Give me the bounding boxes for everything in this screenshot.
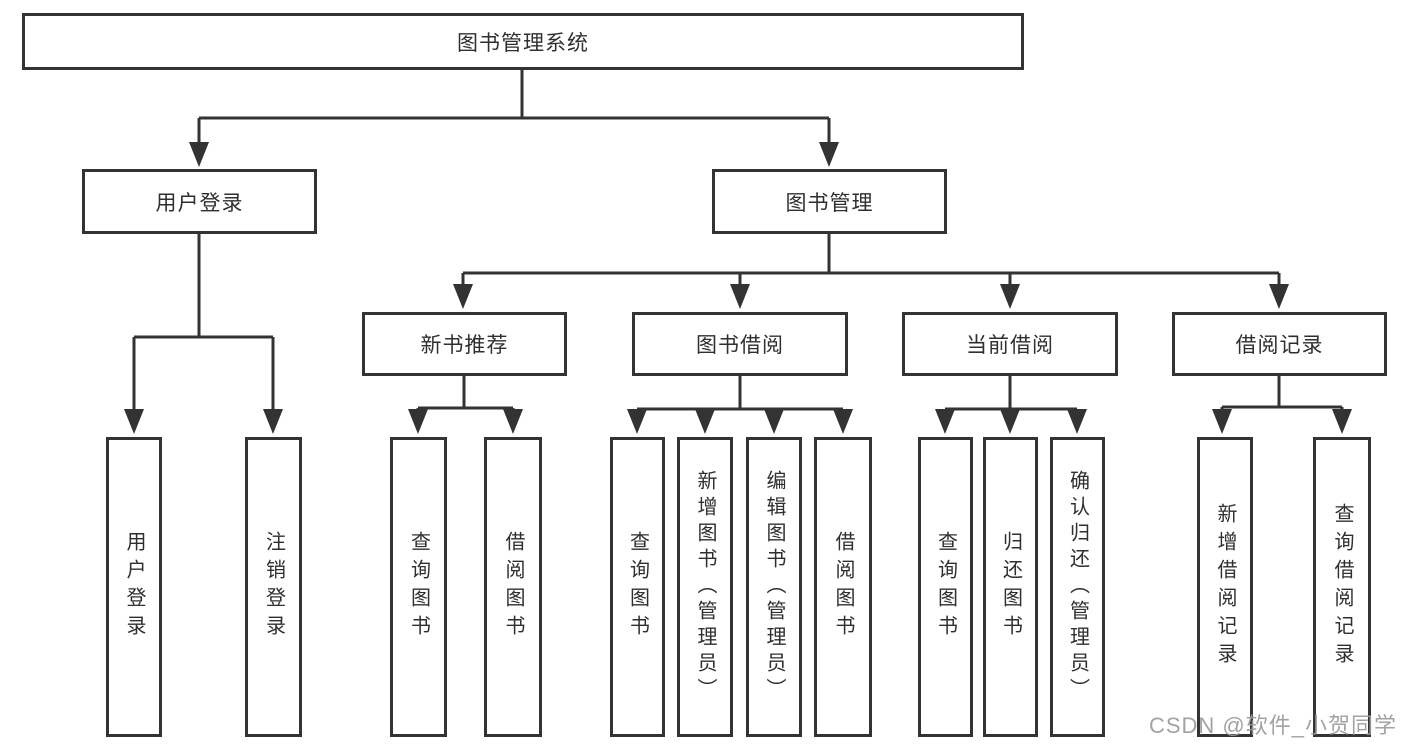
leaf-add-borrow-record: 新增借阅记录	[1197, 437, 1253, 737]
node-label: 当前借阅	[966, 334, 1054, 357]
node-label: 查询图书	[934, 531, 957, 643]
node-label: 新增借阅记录	[1214, 503, 1236, 671]
leaf-query-books-current: 查询图书	[918, 437, 973, 737]
node-label: 新书推荐	[420, 334, 509, 357]
leaf-query-books-borrowing: 查询图书	[610, 437, 665, 737]
leaf-confirm-return-admin: 确认归还（管理员）	[1050, 437, 1105, 737]
arrowheads	[124, 142, 1352, 434]
node-book-borrowing: 图书借阅	[632, 312, 848, 376]
node-library-management-system: 图书管理系统	[22, 13, 1024, 70]
node-label: 借阅记录	[1235, 334, 1324, 357]
node-label: 图书管理	[785, 191, 874, 215]
node-book-management: 图书管理	[712, 169, 947, 234]
node-label: 查询图书	[407, 531, 430, 643]
node-label: 用户登录	[123, 531, 145, 643]
node-new-book-recommendation: 新书推荐	[362, 312, 567, 376]
node-label: 归还图书	[999, 531, 1022, 643]
leaf-borrow-books-recommend: 借阅图书	[484, 437, 542, 737]
leaf-logout: 注销登录	[245, 437, 302, 737]
node-user-login: 用户登录	[82, 169, 317, 234]
node-label: 图书管理系统	[457, 31, 589, 55]
node-label: 查询借阅记录	[1331, 503, 1353, 671]
node-label: 确认归还（管理员）	[1066, 470, 1089, 704]
leaf-edit-books-admin: 编辑图书（管理员）	[746, 437, 802, 737]
node-label: 图书借阅	[696, 334, 784, 357]
node-label: 新增图书（管理员）	[694, 470, 716, 704]
leaf-query-books-recommend: 查询图书	[390, 437, 447, 737]
node-label: 查询图书	[626, 531, 649, 643]
node-label: 用户登录	[155, 191, 244, 215]
node-label: 借阅图书	[502, 531, 524, 643]
leaf-return-books: 归还图书	[983, 437, 1038, 737]
leaf-query-borrow-record: 查询借阅记录	[1313, 437, 1371, 737]
csdn-watermark: CSDN @软件_小贺同学	[1148, 713, 1397, 738]
node-label: 借阅图书	[832, 531, 854, 643]
node-borrowing-records: 借阅记录	[1172, 312, 1387, 376]
node-current-borrowing: 当前借阅	[902, 312, 1118, 376]
leaf-add-books-admin: 新增图书（管理员）	[677, 437, 733, 737]
leaf-user-login: 用户登录	[106, 437, 162, 737]
node-label: 注销登录	[262, 531, 285, 643]
node-label: 编辑图书（管理员）	[763, 470, 785, 704]
leaf-borrow-books-borrowing: 借阅图书	[814, 437, 872, 737]
